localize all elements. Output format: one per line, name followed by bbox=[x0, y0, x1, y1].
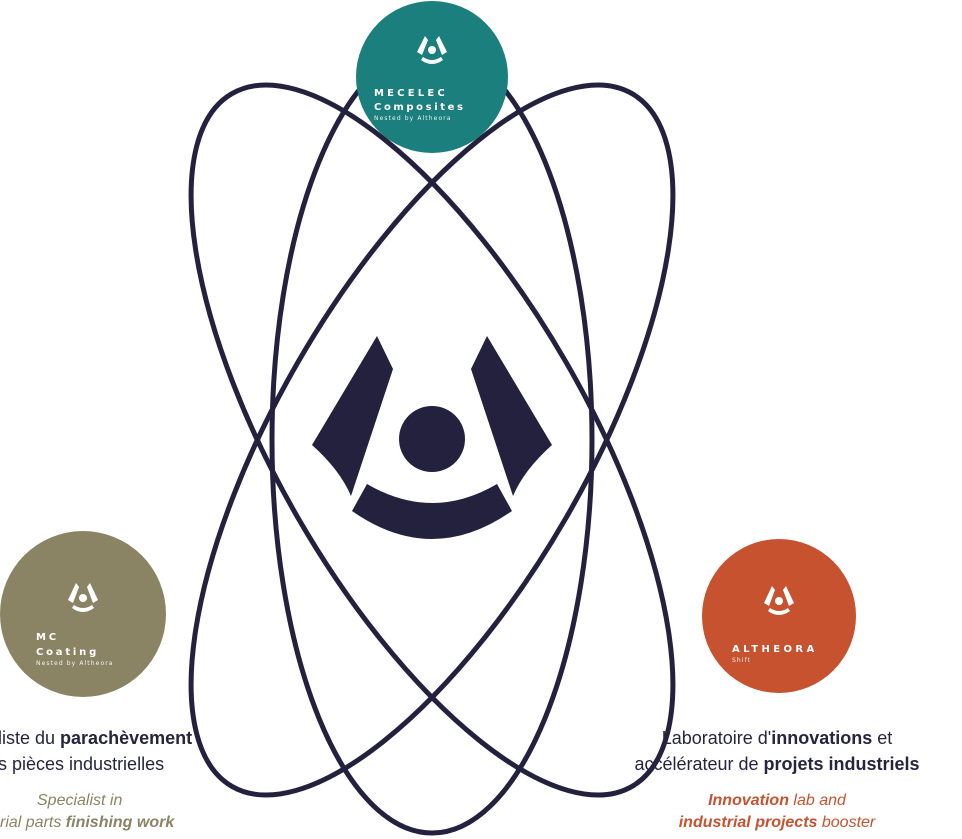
right-fr-line1-pre: Laboratoire d' bbox=[661, 728, 772, 748]
orbit-left-tilt bbox=[188, 82, 676, 798]
orbit-right-tilt bbox=[188, 82, 676, 798]
mc-coating-label: MC Coating Nested by Altheora bbox=[36, 633, 156, 667]
right-en-line1-post: lab and bbox=[788, 792, 846, 809]
altheora-logo-icon bbox=[417, 36, 447, 64]
mecelec-nested: Nested by Altheora bbox=[374, 115, 452, 122]
mc-subtitle: Coating bbox=[36, 647, 100, 658]
left-fr-line2: s pièces industrielles bbox=[0, 754, 165, 774]
right-description-en: Innovation lab and industrial projects b… bbox=[592, 790, 962, 834]
altheora-logo-icon bbox=[764, 586, 794, 615]
right-fr-line2-bold: projets industriels bbox=[763, 754, 920, 774]
right-en-line1-bold: Innovation bbox=[708, 792, 789, 809]
left-description-en: Specialist in rial parts finishing work bbox=[0, 790, 273, 834]
left-en-line2-text: rial parts bbox=[0, 814, 66, 831]
left-en-line2-bold: finishing work bbox=[65, 814, 175, 831]
node-mecelec-composites bbox=[356, 1, 508, 153]
mc-title: MC bbox=[36, 632, 59, 643]
mecelec-label: MECELEC Composites Nested by Altheora bbox=[374, 89, 494, 122]
altheora-title: ALTHEORA bbox=[732, 644, 818, 655]
left-description-fr: liste du parachèvement s pièces industri… bbox=[0, 725, 258, 777]
right-fr-line2-pre: accélérateur de bbox=[634, 754, 764, 774]
altheora-logo-icon bbox=[68, 583, 98, 612]
left-fr-line1-text: liste du bbox=[0, 728, 61, 748]
right-description-fr: Laboratoire d'innovations et accélérateu… bbox=[592, 725, 962, 777]
altheora-shift-label: ALTHEORA Shift bbox=[732, 645, 842, 664]
mecelec-subtitle: Composites bbox=[374, 102, 466, 113]
right-fr-line1-bold: innovations bbox=[771, 728, 873, 748]
left-fr-line1-bold: parachèvement bbox=[60, 728, 193, 748]
left-en-line1: Specialist in bbox=[37, 792, 123, 809]
right-en-line2-post: booster bbox=[817, 814, 876, 831]
right-fr-line1-post: et bbox=[872, 728, 893, 748]
altheora-shift-sub: Shift bbox=[732, 657, 752, 664]
mc-nested: Nested by Altheora bbox=[36, 660, 114, 667]
right-en-line2-bold: industrial projects bbox=[678, 814, 818, 831]
center-altheora-logo-icon bbox=[312, 336, 552, 539]
node-mc-coating bbox=[0, 531, 166, 697]
mecelec-title: MECELEC bbox=[374, 88, 448, 99]
node-altheora-shift bbox=[702, 539, 856, 693]
